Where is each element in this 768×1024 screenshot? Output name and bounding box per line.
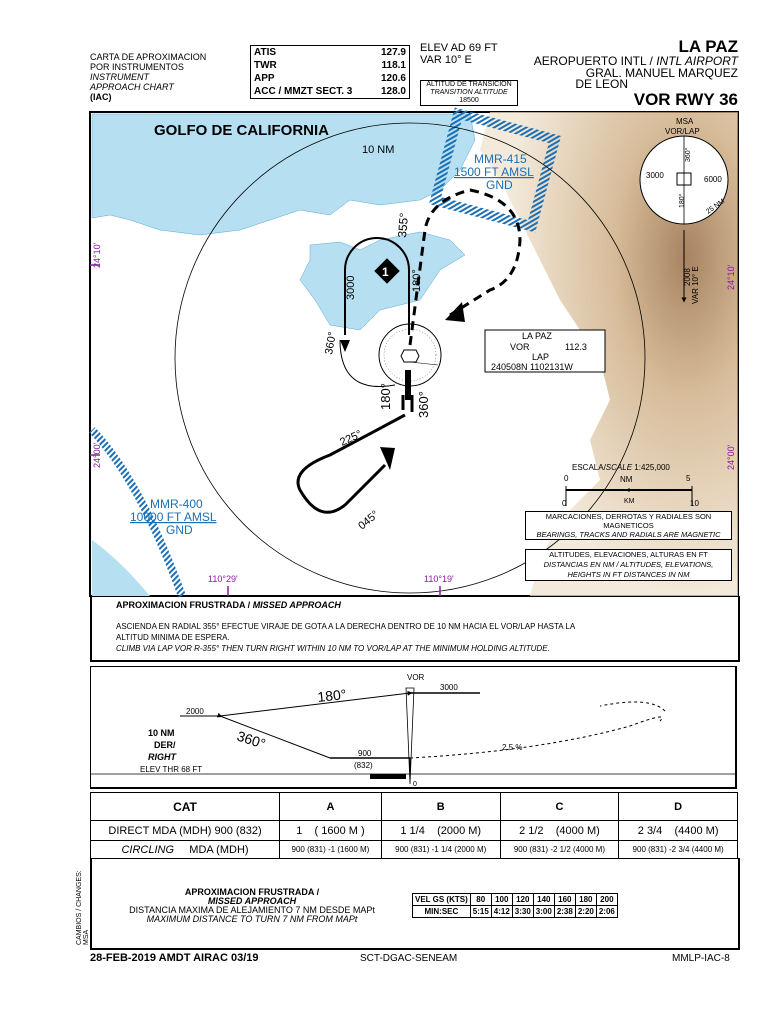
var-note: VAR 10° E [691,266,700,304]
svg-text:5: 5 [686,474,691,483]
profile-course-360: 360° [235,728,267,752]
procedure-turn-circle [339,339,396,387]
hold-inbound: 180° [411,269,423,292]
mmr415-area [428,107,562,233]
mmr400-altitude: 10000 FT AMSL [130,510,217,524]
hold-outbound: 360° [323,331,339,356]
svg-text:RIGHT: RIGHT [148,752,178,762]
aerodrome-elevation: ELEV AD 69 FT [420,42,498,54]
mmr400-floor: GND [166,523,193,537]
profile-gradient: 2.5 % [502,743,522,752]
svg-text:KM: KM [624,498,635,505]
missed-approach-title: APROXIMACION FRUSTRADA / MISSED APPROACH [116,600,341,610]
track-355: 355° [395,212,411,238]
lat-label-left-north: 24°10' [92,242,102,268]
ring-10nm [174,122,646,594]
magnetic-variation: VAR 10° E [420,54,472,66]
airport-name: AEROPUERTO INTL / INTL AIRPORT [533,54,738,68]
lat-label-right-south: 24°00' [726,444,736,470]
holding-pattern [344,237,410,335]
navaid-freq: 112.3 [565,342,587,352]
effective-date: 28-FEB-2019 AMDT AIRAC 03/19 [90,952,259,964]
profile-elev-thr: ELEV THR 68 FT [140,765,202,774]
max-distance-note: APROXIMACION FRUSTRADA / MISSED APPROACH… [129,887,375,924]
missed-approach-path [408,188,522,346]
lat-label-right-north: 24°10' [726,264,736,290]
mmr415-name: MMR-415 [474,152,527,166]
svg-text:VOR/LAP: VOR/LAP [665,127,700,136]
navaid-coords: 240508N 1102131W [491,362,573,372]
msa-sector-west: 3000 [646,171,664,180]
procedure-name: VOR RWY 36 [633,90,738,109]
vor-symbol [400,349,420,363]
ring-label: 10 NM [362,144,394,156]
navaid-city: LA PAZ [522,331,552,341]
airport-title-block: LA PAZ AEROPUERTO INTL / INTL AIRPORT GR… [533,37,739,109]
navaid-ident: LAP [532,352,549,362]
navaid-type: VOR [510,342,530,352]
scale-label: ESCALA/SCALE 1:425,000 [572,463,670,472]
profile-course-180: 180° [317,686,347,705]
changes-note: CAMBIOS / CHANGES: MSA [76,870,90,945]
fix-number: 1 [382,265,389,279]
navaid-box [484,329,606,373]
city-name: LA PAZ [678,37,739,56]
mmr415-altitude: 1500 FT AMSL [454,165,534,179]
msa-title: MSA [676,117,694,126]
svg-text:180°: 180° [678,193,686,208]
runway-36 [405,370,411,400]
msa-sector-east: 6000 [704,175,722,184]
final-course-360: 360° [416,391,431,418]
units-note: ALTITUDES, ELEVACIONES, ALTURAS EN FT DI… [525,549,732,581]
svg-text:0: 0 [562,499,567,508]
var-year: 2008 [683,268,692,286]
svg-text:NM: NM [620,475,633,484]
lat-label-left-south: 24°00' [92,442,102,468]
profile-alt-3000: 3000 [440,683,458,692]
transition-altitude-box: ALTITUD DE TRANSICION TRANSITION ALTITUD… [420,80,518,106]
svg-text:0: 0 [564,474,569,483]
profile-mda: 900 [358,749,372,758]
gulf-label: GOLFO DE CALIFORNIA [154,122,329,139]
missed-approach-text: ASCIENDA EN RADIAL 355° EFECTUE VIRAJE D… [116,622,576,653]
bottom-block: APROXIMACION FRUSTRADA / MISSED APPROACH… [90,858,740,950]
mmr415-floor: GND [486,178,513,192]
inbound-track [296,413,406,514]
bay-water [299,231,466,331]
profile-distance: 10 NM [148,728,175,738]
profile-alt-2000: 2000 [186,707,204,716]
magnetic-note: MARCACIONES, DERROTAS Y RADIALES SON MAG… [525,511,732,540]
mmr400-boundary [89,427,186,598]
profile-mdh: (832) [354,761,373,770]
coast-water-sw [92,540,150,596]
svg-text:360°: 360° [684,147,692,162]
svg-text:10: 10 [690,499,699,508]
profile-zero: 0 [413,781,417,788]
chart-id: MMLP-IAC-8 [672,953,730,964]
profile-view: VOR 3000 2000 180° 360° 10 NM DER/ RIGHT… [90,666,737,789]
hold-altitude: 3000 [345,276,357,300]
lon-label-east: 110°19' [424,574,454,584]
agency: SCT-DGAC-SENEAM [360,953,458,964]
svg-text:DER/: DER/ [154,740,176,750]
mmr400-name: MMR-400 [150,497,203,511]
profile-vor: VOR [407,673,425,682]
terrain-shading [480,112,738,596]
missed-approach-section: APROXIMACION FRUSTRADA / MISSED APPROACH… [90,596,740,662]
gulf-water [91,113,476,236]
final-course-180: 180° [378,383,393,410]
lon-label-west: 110°29' [208,574,238,584]
minima-table: CAT A B C D DIRECT MDA (MDH) 900 (832) 1… [90,792,738,859]
chart-type-label: CARTA DE APROXIMACION POR INSTRUMENTOS I… [90,52,207,102]
